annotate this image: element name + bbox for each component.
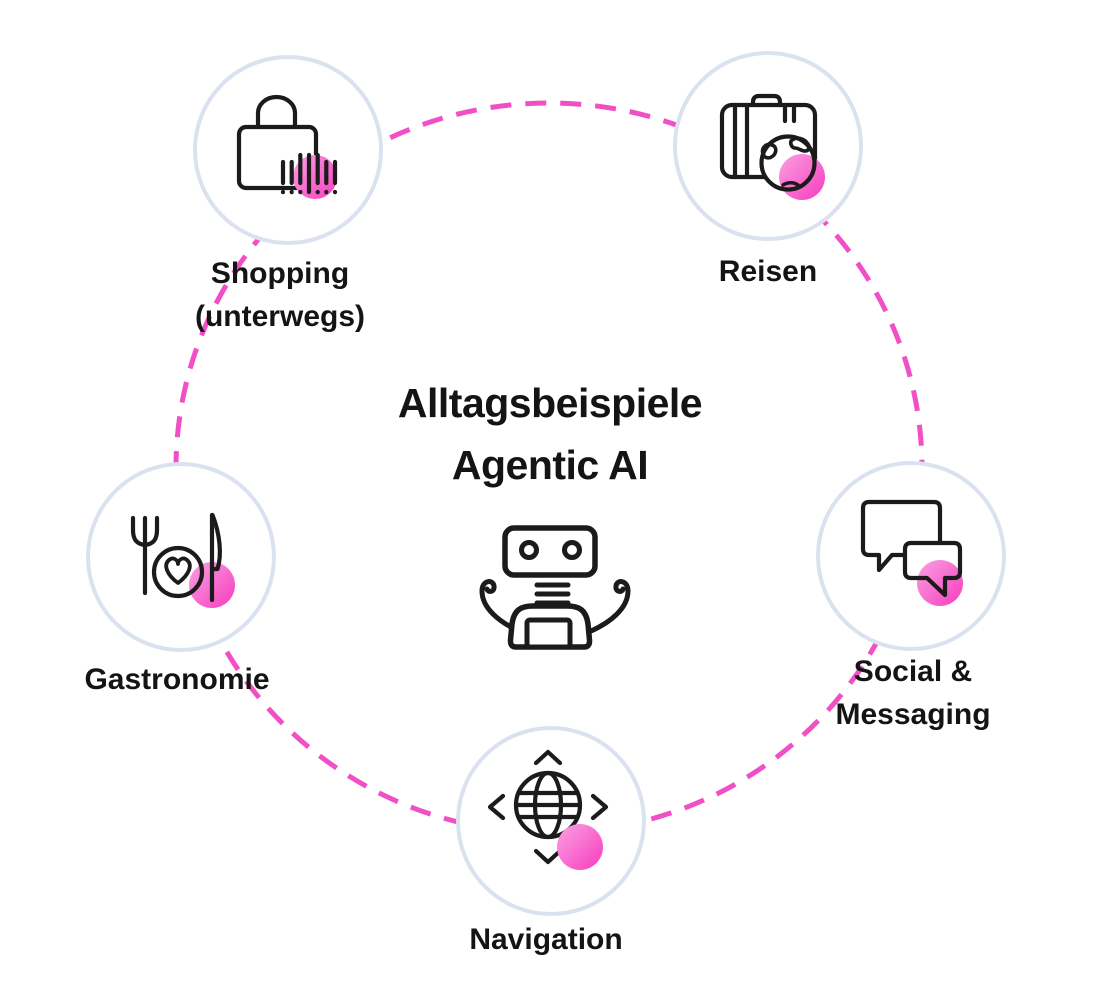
shopping-bag-barcode-icon xyxy=(236,94,338,199)
label-navigation: Navigation xyxy=(469,923,623,956)
node-ring xyxy=(193,55,383,245)
node-social xyxy=(816,461,1006,651)
label-social: Social & Messaging xyxy=(835,655,991,731)
pink-accent-dot xyxy=(917,560,963,606)
pink-accent-dot xyxy=(779,154,825,200)
chat-bubbles-icon xyxy=(860,499,963,606)
label-reisen: Reisen xyxy=(718,255,818,288)
node-gastronomie xyxy=(86,462,276,652)
diagram-title: Alltagsbeispiele Agentic AI xyxy=(397,380,703,488)
pink-accent-dot xyxy=(557,824,603,870)
node-navigation xyxy=(456,726,646,916)
globe-pan-arrows-icon xyxy=(487,749,609,870)
label-gastronomie: Gastronomie xyxy=(84,663,270,696)
label-shopping: Shopping (unterwegs) xyxy=(194,257,366,333)
robot-icon xyxy=(479,525,631,650)
suitcase-globe-icon xyxy=(719,93,825,200)
fork-plate-knife-icon xyxy=(130,512,235,608)
node-shopping xyxy=(193,55,383,245)
node-ring xyxy=(456,726,646,916)
node-reisen xyxy=(673,51,863,241)
